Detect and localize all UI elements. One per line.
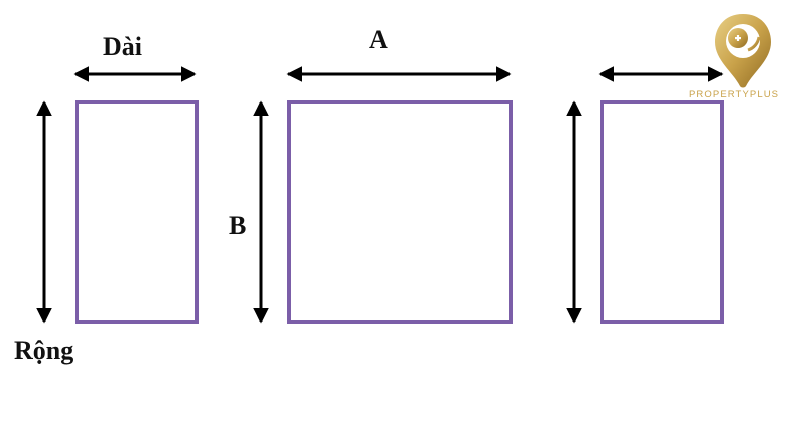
rectangle-middle — [287, 100, 513, 324]
height-label-b: B — [229, 211, 247, 240]
width-label-a: A — [369, 25, 388, 54]
height-label-rong: Rộng — [14, 336, 74, 365]
propertyplus-logo-icon — [715, 14, 771, 88]
rectangle-right — [600, 100, 724, 324]
rectangle-left — [75, 100, 199, 324]
logo-brand-text: PROPERTYPLUS — [689, 89, 780, 100]
width-label-dai: Dài — [103, 32, 142, 61]
